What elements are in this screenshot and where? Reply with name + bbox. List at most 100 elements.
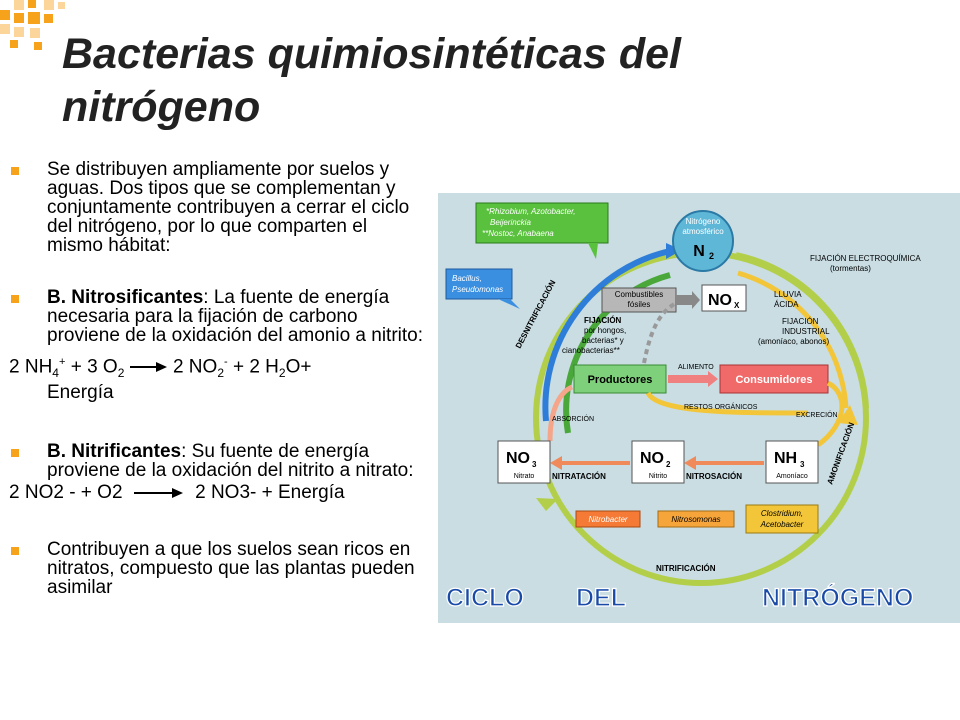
n2-sub: 2 [709, 251, 714, 261]
svg-text:Consumidores: Consumidores [735, 374, 812, 386]
svg-text:Nitrosomonas: Nitrosomonas [671, 515, 720, 524]
note-tail [588, 243, 598, 259]
svg-text:(amoníaco, abonos): (amoníaco, abonos) [758, 337, 829, 346]
bullet-soils: Contribuyen a que los suelos sean ricos … [0, 540, 425, 597]
note-tail [498, 299, 520, 309]
consumers-box [719, 364, 829, 394]
svg-text:*Rhizobium, Azotobacter,: *Rhizobium, Azotobacter, [486, 207, 576, 216]
svg-text:LLUVIA: LLUVIA [774, 290, 802, 299]
bullet-marker [11, 295, 19, 303]
svg-text:ALIMENTO: ALIMENTO [678, 364, 714, 371]
cycle-title: CICLO DEL NITRÓGENO [445, 581, 914, 612]
n2-label-top: Nitrógeno [686, 217, 721, 226]
industrial-arrow [737, 270, 849, 409]
atmospheric-nitrogen-circle [672, 210, 734, 272]
equation-nitrosification: 2 NH4+ + 3 O2 2 NO2- + 2 H2O+ Energía [0, 353, 425, 402]
fixation-label: FIJACIÓN [584, 316, 622, 325]
svg-text:EXCRECIÓN: EXCRECIÓN [796, 410, 838, 419]
n2-label-mid: atmosférico [682, 227, 724, 236]
svg-text:NH: NH [774, 450, 797, 467]
bullet-distribution: Se distribuyen ampliamente por suelos y … [0, 160, 425, 255]
nitrosation-arrow [684, 456, 764, 470]
bullet-nitrificantes: B. Nitrificantes: Su fuente de energía p… [0, 442, 425, 480]
svg-text:X: X [734, 301, 740, 310]
bullet-marker [11, 449, 19, 458]
ammonia-box [765, 440, 819, 484]
bullet-text: : La fuente de energía necesaria para la… [47, 287, 424, 346]
svg-text:CICLO: CICLO [446, 584, 524, 612]
n2-formula: N [693, 243, 705, 260]
svg-text:bacterias* y: bacterias* y [582, 336, 624, 345]
electrochemical-arrow [735, 252, 869, 409]
svg-text:ABSORCIÓN: ABSORCIÓN [552, 414, 594, 423]
svg-text:3: 3 [800, 460, 805, 469]
svg-text:Pseudomonas: Pseudomonas [452, 285, 503, 294]
svg-text:NITRÓGENO: NITRÓGENO [762, 582, 913, 612]
svg-text:FIJACIÓN ELECTROQUÍMICA: FIJACIÓN ELECTROQUÍMICA [810, 254, 921, 263]
bullet-bold: B. Nitrificantes [47, 441, 182, 463]
svg-text:RESTOS ORGÁNICOS: RESTOS ORGÁNICOS [684, 402, 758, 411]
svg-text:NITROSACIÓN: NITROSACIÓN [686, 472, 742, 481]
equation-energy: Energía [47, 382, 114, 404]
svg-text:(tormentas): (tormentas) [830, 264, 871, 273]
bullet-text: Se distribuyen ampliamente por suelos y … [47, 159, 410, 256]
denitrification-arrow [542, 248, 671, 422]
svg-text:Acetobacter: Acetobacter [760, 520, 804, 529]
nitrobacter-note [575, 510, 641, 528]
bullet-text: : Su fuente de energía proviene de la ox… [47, 441, 414, 482]
nitration-arrow [550, 456, 630, 470]
svg-text:fósiles: fósiles [628, 300, 651, 309]
title-line-2: nitrógeno [62, 83, 261, 131]
svg-text:**Nostoc, Anabaena: **Nostoc, Anabaena [482, 229, 554, 238]
svg-text:Nitrobacter: Nitrobacter [588, 515, 627, 524]
bullet-bold: B. Nitrosificantes [47, 287, 204, 308]
reaction-arrow-icon [133, 488, 183, 499]
slide-title: Bacterias quimiosintéticas del nitrógeno [62, 28, 922, 134]
bullet-text: Contribuyen a que los suelos sean ricos … [47, 539, 415, 599]
nitrate-box [497, 440, 551, 484]
nox-box [701, 284, 747, 312]
organic-remains-arrow [645, 391, 809, 416]
clostridium-note [745, 504, 819, 534]
svg-text:FIJACIÓN: FIJACIÓN [782, 317, 819, 326]
nitrification-label: NITRIFICACIÓN [656, 564, 716, 573]
equation-nitrification: 2 NO2 - + O2 2 NO3- + Energía [9, 482, 345, 504]
nitrification-arrowhead [536, 498, 558, 511]
svg-text:2: 2 [666, 460, 671, 469]
combustion-arrow [676, 291, 700, 309]
slide-body: Se distribuyen ampliamente por suelos y … [0, 160, 425, 597]
svg-text:Nitrito: Nitrito [649, 473, 667, 480]
fossil-fuels-box [601, 287, 677, 313]
dashed-fixation-arrow [642, 301, 678, 364]
svg-text:Clostridium,: Clostridium, [761, 509, 803, 518]
svg-text:cianobacterias**: cianobacterias** [562, 346, 620, 355]
industrial-arrowhead [838, 405, 858, 425]
svg-text:ÁCIDA: ÁCIDA [774, 300, 799, 309]
bullet-nitrosificantes: B. Nitrosificantes: La fuente de energía… [0, 288, 425, 345]
svg-text:NO: NO [640, 450, 664, 467]
svg-text:NITRATACIÓN: NITRATACIÓN [552, 472, 606, 481]
fixing-bacteria-note [475, 202, 609, 244]
reaction-arrow-icon [129, 362, 167, 373]
svg-text:Nitrato: Nitrato [514, 473, 535, 480]
bullet-marker [11, 547, 19, 556]
svg-text:Amoníaco: Amoníaco [776, 473, 808, 480]
svg-text:NO: NO [506, 450, 530, 467]
svg-text:INDUSTRIAL: INDUSTRIAL [782, 327, 830, 336]
svg-text:NO: NO [708, 292, 732, 309]
title-line-1: Bacterias quimiosintéticas del [62, 30, 681, 78]
nitrite-box [631, 440, 685, 484]
corner-decoration [0, 0, 80, 60]
fixation-arrow [563, 272, 671, 434]
svg-text:DEL: DEL [576, 584, 626, 612]
svg-text:Productores: Productores [588, 374, 653, 386]
svg-text:Bacillus,: Bacillus, [452, 274, 482, 283]
bullet-marker [11, 167, 19, 175]
excretion-arrow [816, 380, 845, 448]
producers-box [573, 364, 667, 394]
denitrifying-bacteria-note [445, 268, 513, 300]
nitrosomonas-note [657, 510, 735, 528]
nitrogen-cycle-diagram: Nitrógeno atmosférico N 2 *Rhizobium, Az… [438, 193, 960, 623]
svg-text:Beijerinckia: Beijerinckia [490, 218, 531, 227]
svg-text:por hongos,: por hongos, [584, 326, 626, 335]
